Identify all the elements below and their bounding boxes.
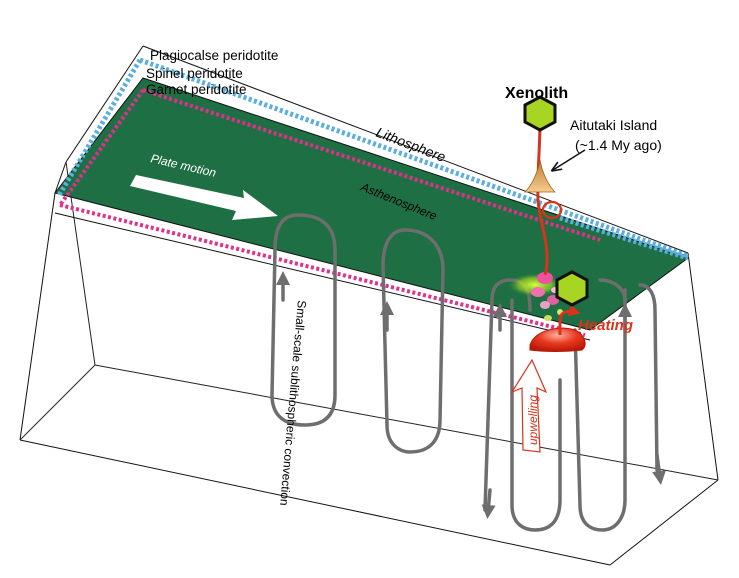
- magma-ascent-path: [536, 119, 563, 276]
- garnet-boundary: [58, 88, 601, 337]
- upwelling-arrow: [510, 358, 548, 453]
- melting-zone: [507, 272, 563, 321]
- box-frame: [19, 45, 719, 566]
- xenolith-label: Xenolith: [505, 85, 568, 102]
- plate-motion-arrow: [130, 175, 278, 220]
- upwelling-plume-head: [529, 327, 586, 352]
- island-pointer-arrow: [553, 149, 586, 170]
- xenolith-hexagon-depth: [555, 270, 589, 307]
- plagioclase-label: Plagiocalse peridotite: [150, 48, 278, 63]
- plagioclase-boundary: [55, 57, 689, 261]
- lithosphere-base-surface: [54, 77, 690, 331]
- spinel-label: Spinel peridotite: [146, 66, 243, 81]
- heating-arrow: [558, 304, 581, 335]
- heating-label: Heating: [578, 317, 633, 334]
- upwelling-label: upwelling: [526, 395, 540, 445]
- island-age-label: (~1.4 My ago): [575, 137, 662, 153]
- volcano-cone: [524, 159, 556, 193]
- garnet-label: Garnet peridotite: [146, 82, 247, 97]
- xenolith-hexagon-top: [523, 95, 557, 132]
- convection-label: Small-scale sublithospheric convection: [277, 300, 309, 507]
- island-name-label: Aitutaki Island: [570, 117, 657, 133]
